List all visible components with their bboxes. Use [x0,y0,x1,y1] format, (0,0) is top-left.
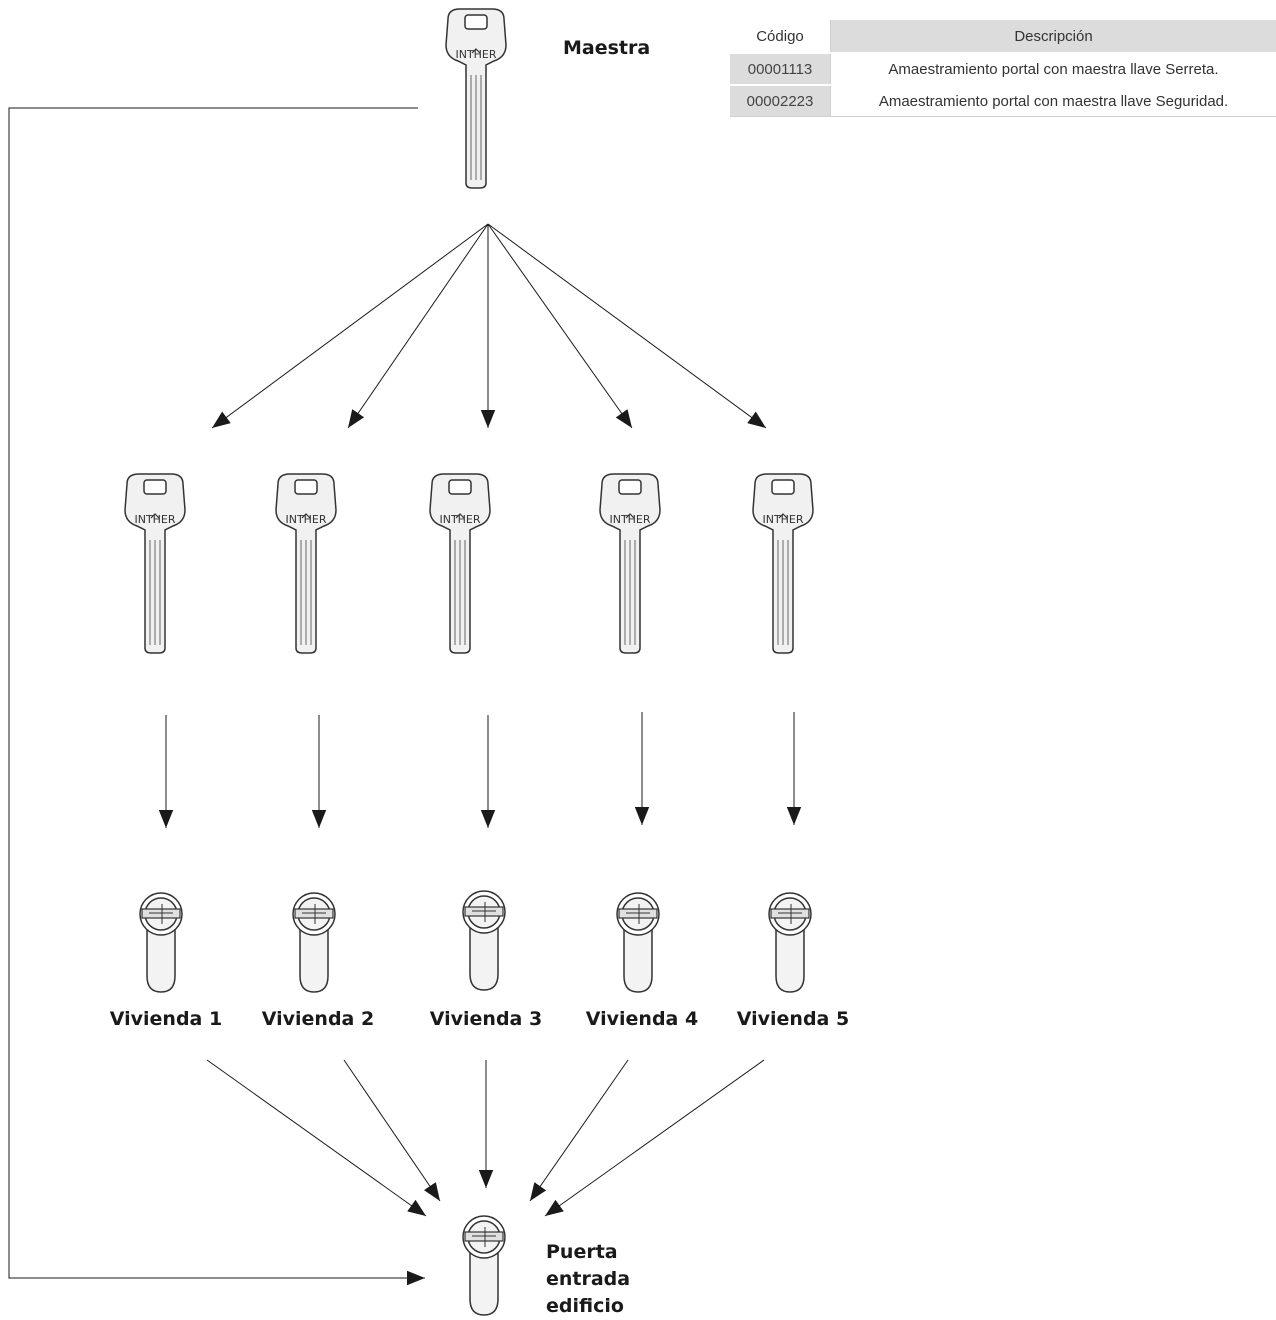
apartment-key-1: INTHER [124,473,186,654]
apartment-label-1: Vivienda 1 [109,1008,223,1030]
cylinder-apartment-5 [768,892,812,993]
key-brand-text: INTHER [609,513,650,526]
apartment-label-2: Vivienda 2 [261,1008,375,1030]
arrow-master-to-key-1 [211,223,489,429]
code-cell: 00001113 [730,52,831,85]
key-brand-text: INTHER [455,48,496,61]
key-to-cylinder-arrows [158,712,802,828]
key-brand-text: INTHER [285,513,326,526]
arrow-apartment-2-to-entrance [343,1059,441,1202]
master-key: INTHER [445,8,507,189]
description-cell: Amaestramiento portal con maestra llave … [830,52,1276,85]
cylinder-apartment-4 [616,892,660,993]
key-brand-text: INTHER [439,513,480,526]
code-cell: 00002223 [730,84,831,117]
cylinder-entrance [462,1215,506,1316]
key-brand-text: INTHER [762,513,803,526]
header-code: Código [730,20,831,53]
key-brand-text: INTHER [134,513,175,526]
apartment-label-3: Vivienda 3 [429,1008,543,1030]
arrow-apartment-4-to-entrance [529,1059,629,1202]
table-row: 00002223 Amaestramiento portal con maest… [730,84,1276,117]
table-header-row: Código Descripción [730,20,1276,53]
apartments-to-entrance-arrows [206,1059,765,1217]
arrow-master-to-key-2 [347,223,489,429]
description-cell: Amaestramiento portal con maestra llave … [830,84,1276,117]
apartment-key-4: INTHER [599,473,661,654]
cylinder-apartment-2 [292,892,336,993]
apartment-key-3: INTHER [429,473,491,654]
apartment-key-2: INTHER [275,473,337,654]
arrow-master-to-key-4 [487,223,633,429]
arrow-apartment-1-to-entrance [206,1059,427,1217]
header-description: Descripción [830,20,1276,53]
master-to-keys-arrows [211,223,767,429]
entrance-label: Puerta entrada edificio [546,1241,631,1317]
apartment-label-5: Vivienda 5 [736,1008,850,1030]
apartment-label-4: Vivienda 4 [585,1008,699,1030]
table-row: 00001113 Amaestramiento portal con maest… [730,52,1276,85]
apartment-key-5: INTHER [752,473,814,654]
cylinder-apartment-3 [462,890,506,991]
arrow-apartment-5-to-entrance [544,1059,765,1217]
codes-table: Código Descripción 00001113 Amaestramien… [730,20,1276,117]
master-label: Maestra [563,37,651,59]
cylinder-apartment-1 [139,892,183,993]
arrow-master-to-entrance [8,107,425,1286]
arrow-master-to-key-5 [487,223,767,429]
